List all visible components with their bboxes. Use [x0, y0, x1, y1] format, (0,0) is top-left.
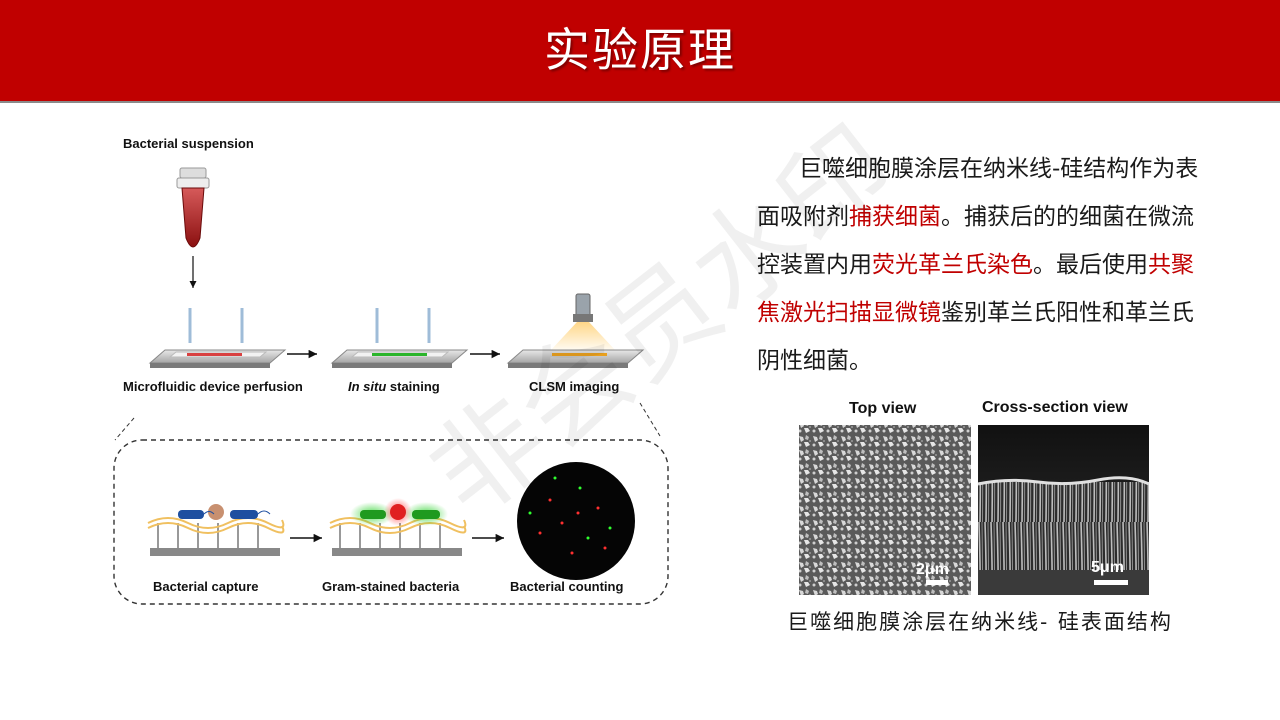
label-perfusion: Microfluidic device perfusion: [123, 379, 303, 394]
capture-illustration: [147, 504, 285, 556]
desc-highlight-capture: 捕获细菌: [849, 204, 941, 230]
sem-figure: Top view Cross-section view 2μm 5μm: [798, 392, 1150, 598]
sem-cross-section-image: [977, 425, 1150, 595]
sem-cross-view-label: Cross-section view: [982, 399, 1128, 416]
microscope-icon: [506, 293, 645, 368]
label-staining: In situ staining: [348, 379, 440, 394]
page-title: 实验原理: [544, 23, 736, 77]
label-bacterial-suspension: Bacterial suspension: [123, 136, 254, 151]
sem-top-view-image: [799, 425, 971, 595]
counting-image: [517, 462, 635, 580]
desc-highlight-clsm: 共聚焦激光扫描显微镜: [757, 252, 1194, 326]
label-clsm-imaging: CLSM imaging: [529, 379, 619, 394]
scale-bar-right: [1094, 580, 1128, 585]
staining-device-icon: [330, 308, 469, 368]
desc-text-3: 。最后使用: [1033, 252, 1148, 278]
tube-icon: [176, 167, 210, 248]
sem-caption: 巨噬细胞膜涂层在纳米线- 硅表面结构: [787, 610, 1173, 634]
label-bacterial-capture: Bacterial capture: [153, 579, 259, 594]
desc-text-4: 鉴别革兰氏阳性和革兰氏阴性细菌。: [757, 300, 1194, 374]
desc-text-1: 巨噬细胞膜涂层在纳米线-硅结构作为表面吸附剂: [757, 156, 1199, 230]
microfluidic-device-icon: [148, 308, 287, 368]
description-paragraph: 巨噬细胞膜涂层在纳米线-硅结构作为表面吸附剂捕获细菌。捕获后的的细菌在微流控装置…: [757, 145, 1207, 385]
label-bacterial-counting: Bacterial counting: [510, 579, 623, 594]
label-gram-stained: Gram-stained bacteria: [322, 579, 460, 594]
gram-stained-illustration: [329, 498, 467, 556]
title-bar: [0, 0, 1280, 103]
workflow-diagram: Bacterial suspension: [110, 128, 680, 618]
scale-bar-label-right: 5μm: [1091, 559, 1124, 576]
zoom-panel: [113, 439, 669, 605]
scale-bar-label-left: 2μm: [916, 561, 949, 578]
scale-bar-left: [926, 580, 948, 585]
sem-top-view-label: Top view: [849, 400, 917, 417]
desc-highlight-staining: 荧光革兰氏染色: [872, 252, 1033, 278]
desc-text-2: 。捕获后的的细菌在微流控装置内用: [757, 204, 1194, 278]
